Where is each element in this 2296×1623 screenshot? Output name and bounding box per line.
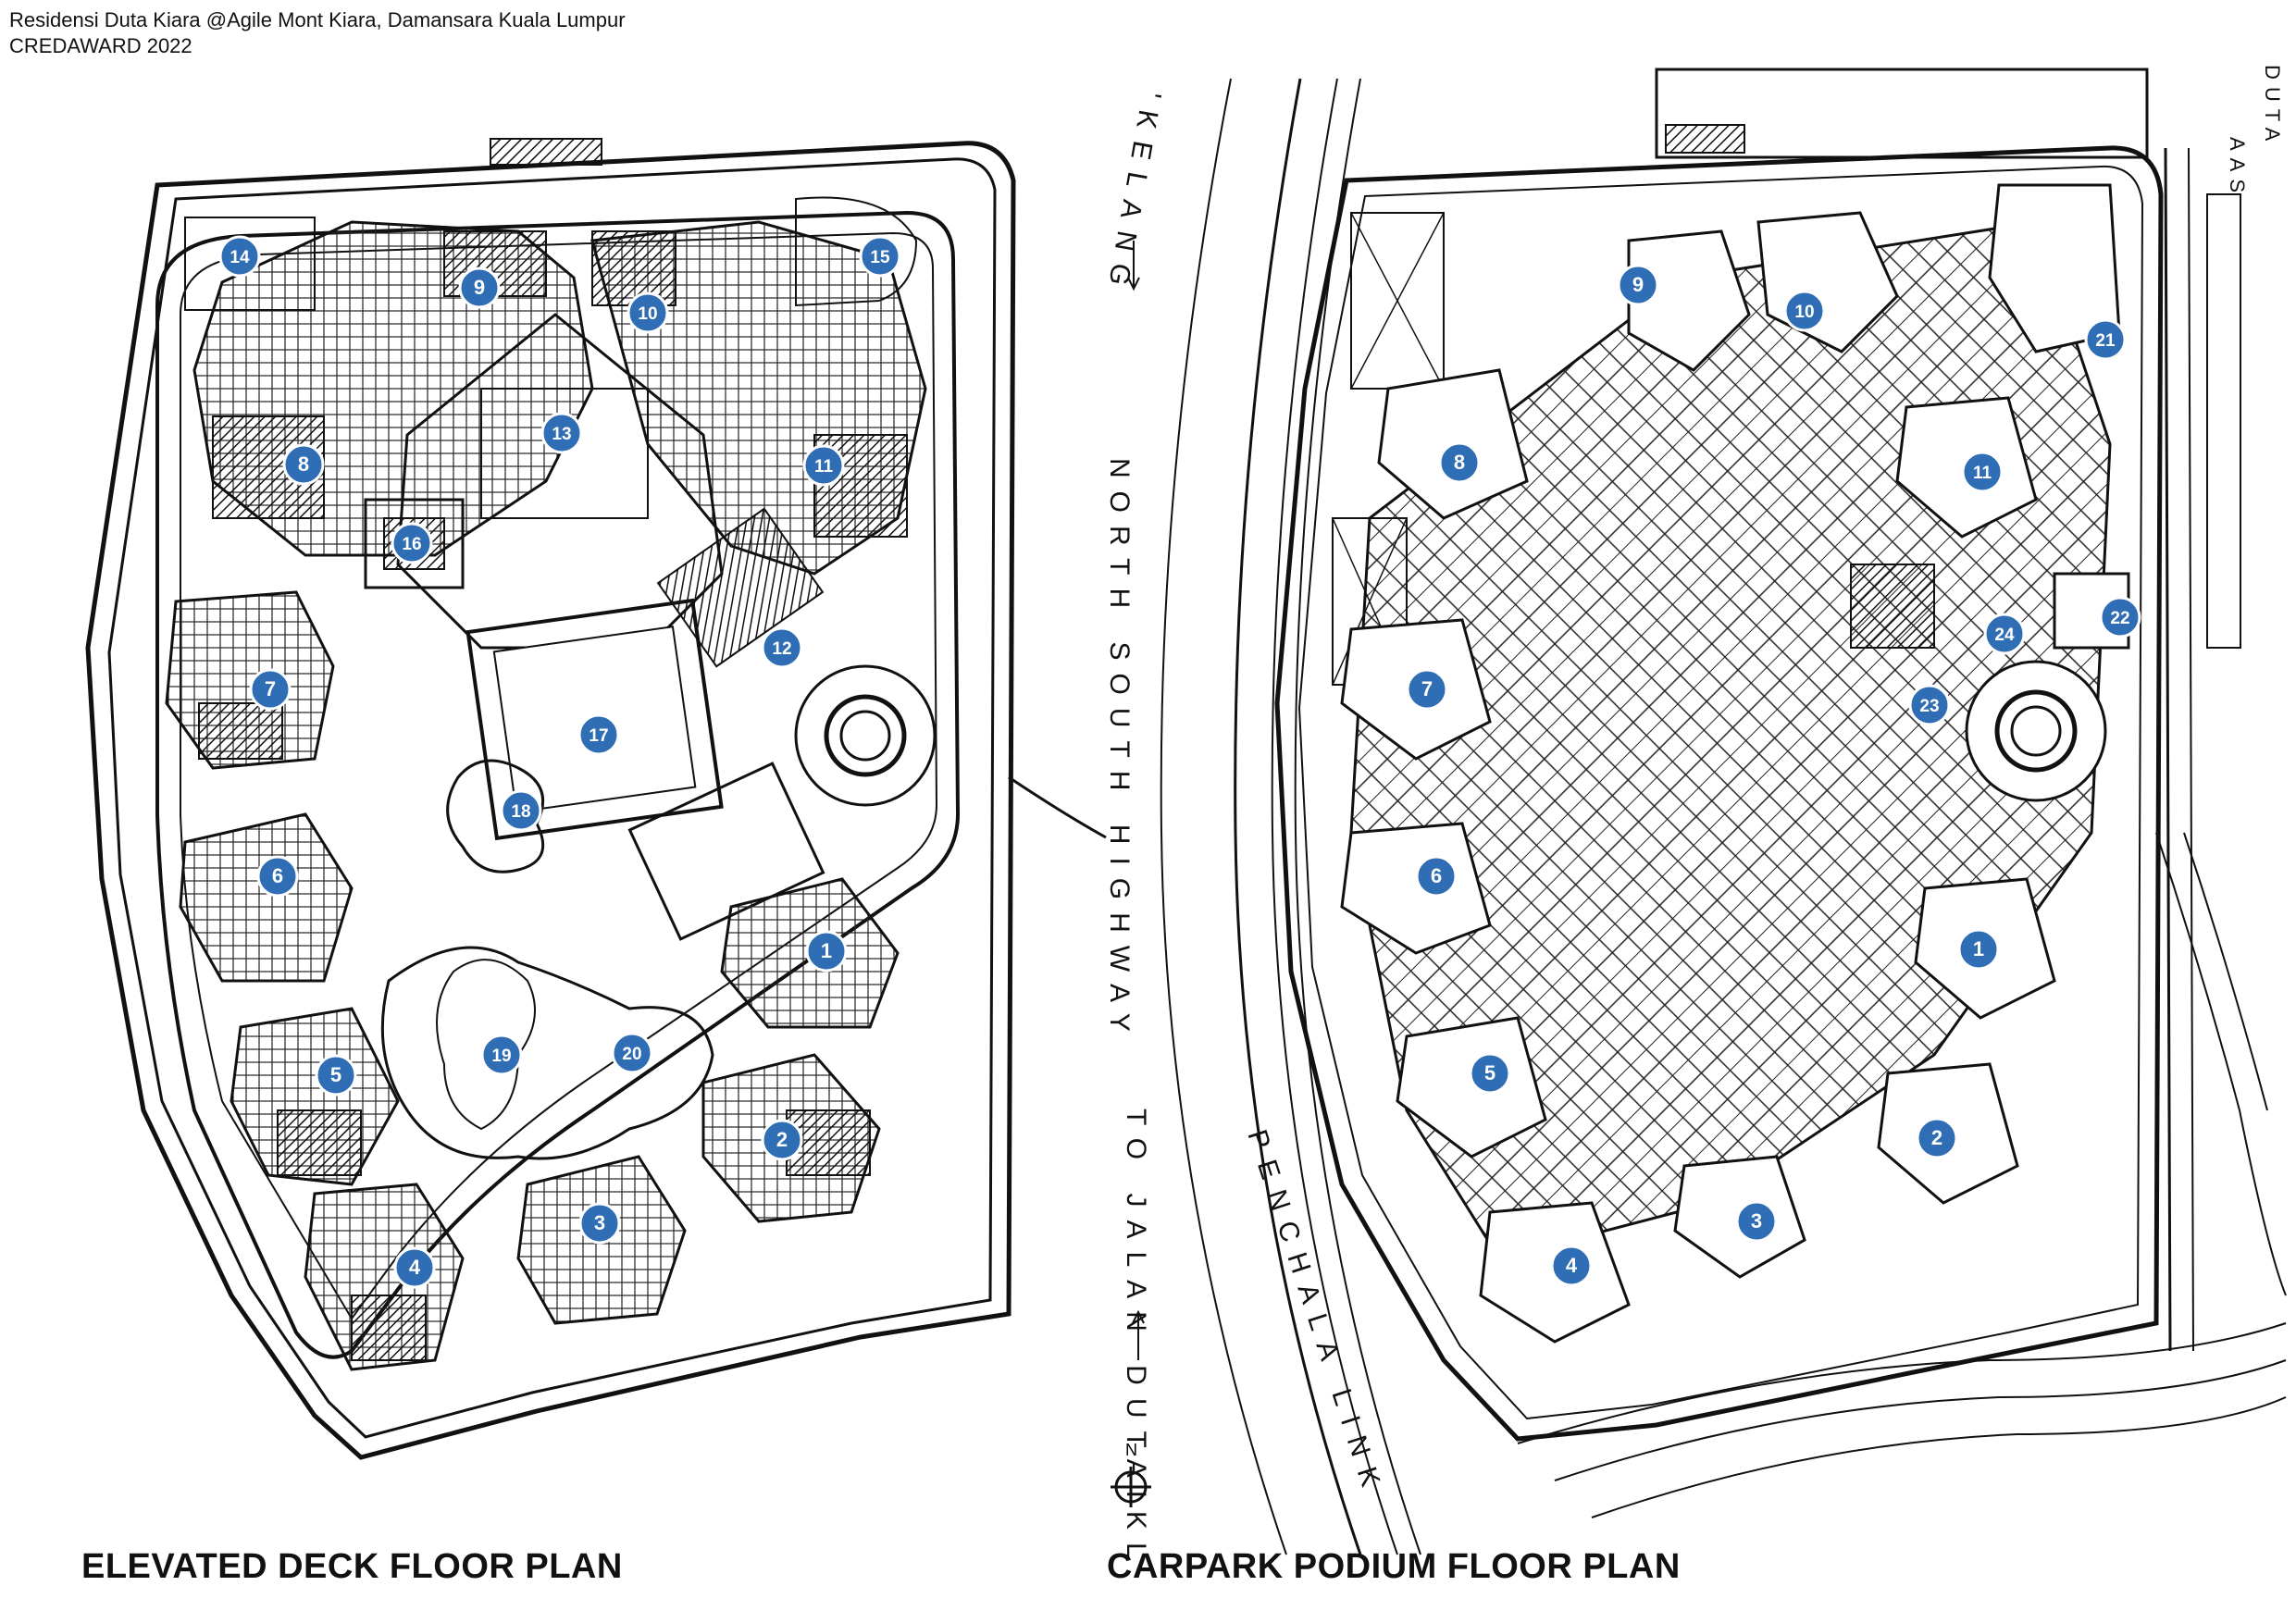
carpark-podium-caption: CARPARK PODIUM FLOOR PLAN [1107, 1547, 1681, 1586]
traffic-arrow-icon [1127, 241, 1145, 1360]
deck-marker-1: 1 [805, 930, 848, 973]
svg-text:15: 15 [870, 248, 890, 267]
svg-text:17: 17 [589, 726, 608, 746]
deck-marker-10: 10 [627, 291, 669, 334]
svg-text:6: 6 [272, 864, 283, 887]
to-jalan-dutaikl-label: TO JALAN DUTAIKL [1121, 1109, 1151, 1571]
deck-marker-7: 7 [249, 668, 292, 711]
podium-marker-21: 21 [2084, 318, 2127, 361]
svg-text:11: 11 [814, 457, 834, 477]
deck-marker-3: 3 [578, 1202, 621, 1245]
elevated-deck-caption: ELEVATED DECK FLOOR PLAN [81, 1547, 623, 1586]
podium-marker-9: 9 [1617, 264, 1659, 306]
deck-marker-12: 12 [761, 626, 803, 669]
podium-marker-23: 23 [1908, 684, 1951, 726]
svg-text:21: 21 [2095, 331, 2116, 351]
svg-text:7: 7 [1421, 677, 1433, 700]
svg-text:11: 11 [1973, 464, 1992, 483]
deck-marker-14: 14 [218, 235, 261, 278]
podium-marker-22: 22 [2099, 596, 2141, 638]
deck-marker-6: 6 [256, 855, 299, 898]
project-title: Residensi Duta Kiara @Agile Mont Kiara, … [9, 8, 626, 31]
deck-marker-17: 17 [577, 713, 620, 756]
deck-marker-20: 20 [611, 1032, 653, 1074]
svg-text:16: 16 [402, 535, 421, 554]
svg-text:13: 13 [552, 425, 571, 444]
svg-text:5: 5 [1484, 1061, 1496, 1084]
podium-marker-5: 5 [1469, 1052, 1511, 1095]
deck-marker-15: 15 [859, 235, 901, 278]
svg-text:7: 7 [265, 677, 276, 700]
deck-marker-18: 18 [500, 789, 542, 832]
aas-label: AAS [2226, 137, 2249, 200]
podium-boundary [1274, 145, 2164, 1442]
svg-text:10: 10 [1794, 303, 1814, 322]
deck-marker-2: 2 [761, 1119, 803, 1161]
header: Residensi Duta Kiara @Agile Mont Kiara, … [9, 7, 626, 59]
svg-text:3: 3 [594, 1211, 605, 1234]
svg-text:1: 1 [1973, 937, 1984, 960]
deck-marker-11: 11 [802, 444, 845, 487]
svg-text:14: 14 [230, 248, 250, 267]
podium-marker-2: 2 [1916, 1117, 1958, 1159]
svg-text:19: 19 [491, 1047, 511, 1066]
north-arrow-icon: N [1111, 1441, 1151, 1507]
podium-marker-6: 6 [1415, 855, 1458, 898]
podium-marker-7: 7 [1406, 668, 1448, 711]
svg-text:9: 9 [474, 276, 485, 299]
svg-text:20: 20 [622, 1045, 641, 1064]
deck-marker-8: 8 [282, 443, 325, 486]
svg-text:22: 22 [2110, 609, 2129, 628]
award-label: CREDAWARD 2022 [9, 34, 192, 57]
deck-marker-9: 9 [458, 266, 501, 309]
deck-marker-5: 5 [315, 1054, 357, 1096]
svg-text:10: 10 [638, 304, 657, 324]
deck-marker-16: 16 [391, 522, 433, 564]
svg-text:12: 12 [772, 639, 791, 659]
podium-marker-11: 11 [1961, 451, 2004, 493]
svg-text:23: 23 [1919, 697, 1939, 716]
elevated-deck-plan [85, 138, 1107, 1460]
svg-text:8: 8 [1454, 451, 1465, 474]
podium-marker-3: 3 [1735, 1200, 1778, 1243]
podium-marker-24: 24 [1983, 613, 2026, 655]
svg-text:5: 5 [330, 1063, 341, 1086]
svg-text:6: 6 [1431, 864, 1442, 887]
podium-marker-1: 1 [1957, 928, 2000, 971]
svg-text:3: 3 [1751, 1209, 1762, 1233]
svg-text:8: 8 [298, 452, 309, 476]
svg-text:1: 1 [821, 939, 832, 962]
svg-text:18: 18 [511, 802, 530, 822]
duta-label: DUTA [2261, 65, 2284, 148]
svg-text:24: 24 [1994, 626, 2015, 645]
north-south-highway-label: NORTH SOUTH HIGHWAY [1104, 458, 1135, 1045]
site-boundary [85, 141, 1016, 1460]
deck-marker-4: 4 [393, 1246, 436, 1289]
podium-marker-10: 10 [1783, 290, 1826, 332]
podium-marker-4: 4 [1550, 1245, 1593, 1287]
svg-text:4: 4 [1566, 1254, 1578, 1277]
svg-text:2: 2 [776, 1128, 788, 1151]
deck-marker-19: 19 [480, 1034, 523, 1076]
svg-text:4: 4 [409, 1256, 421, 1279]
svg-text:9: 9 [1632, 273, 1644, 296]
svg-text:2: 2 [1931, 1126, 1942, 1149]
carpark-podium-plan [1160, 68, 2287, 1555]
podium-marker-8: 8 [1438, 441, 1481, 484]
north-label: N [1125, 1441, 1137, 1459]
deck-marker-13: 13 [540, 412, 583, 454]
